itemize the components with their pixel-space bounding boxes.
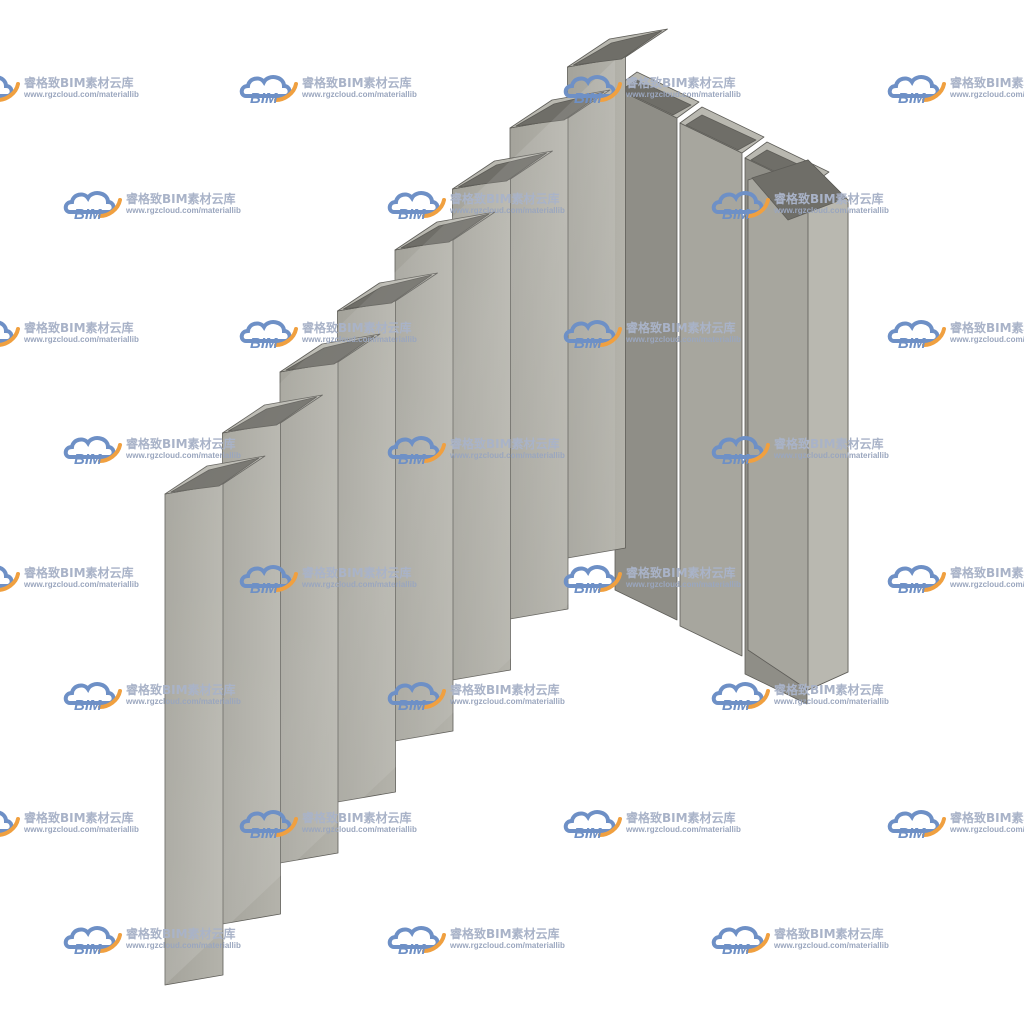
- surface-sheen: [165, 60, 615, 985]
- right-tube-1-opening: [685, 114, 757, 151]
- end-tube-opening: [751, 159, 847, 221]
- right-tube-2-opening: [620, 79, 692, 116]
- end-tube-side: [807, 159, 849, 691]
- left-tube-7-opening: [573, 30, 662, 66]
- right-tube-1-face: [679, 122, 743, 657]
